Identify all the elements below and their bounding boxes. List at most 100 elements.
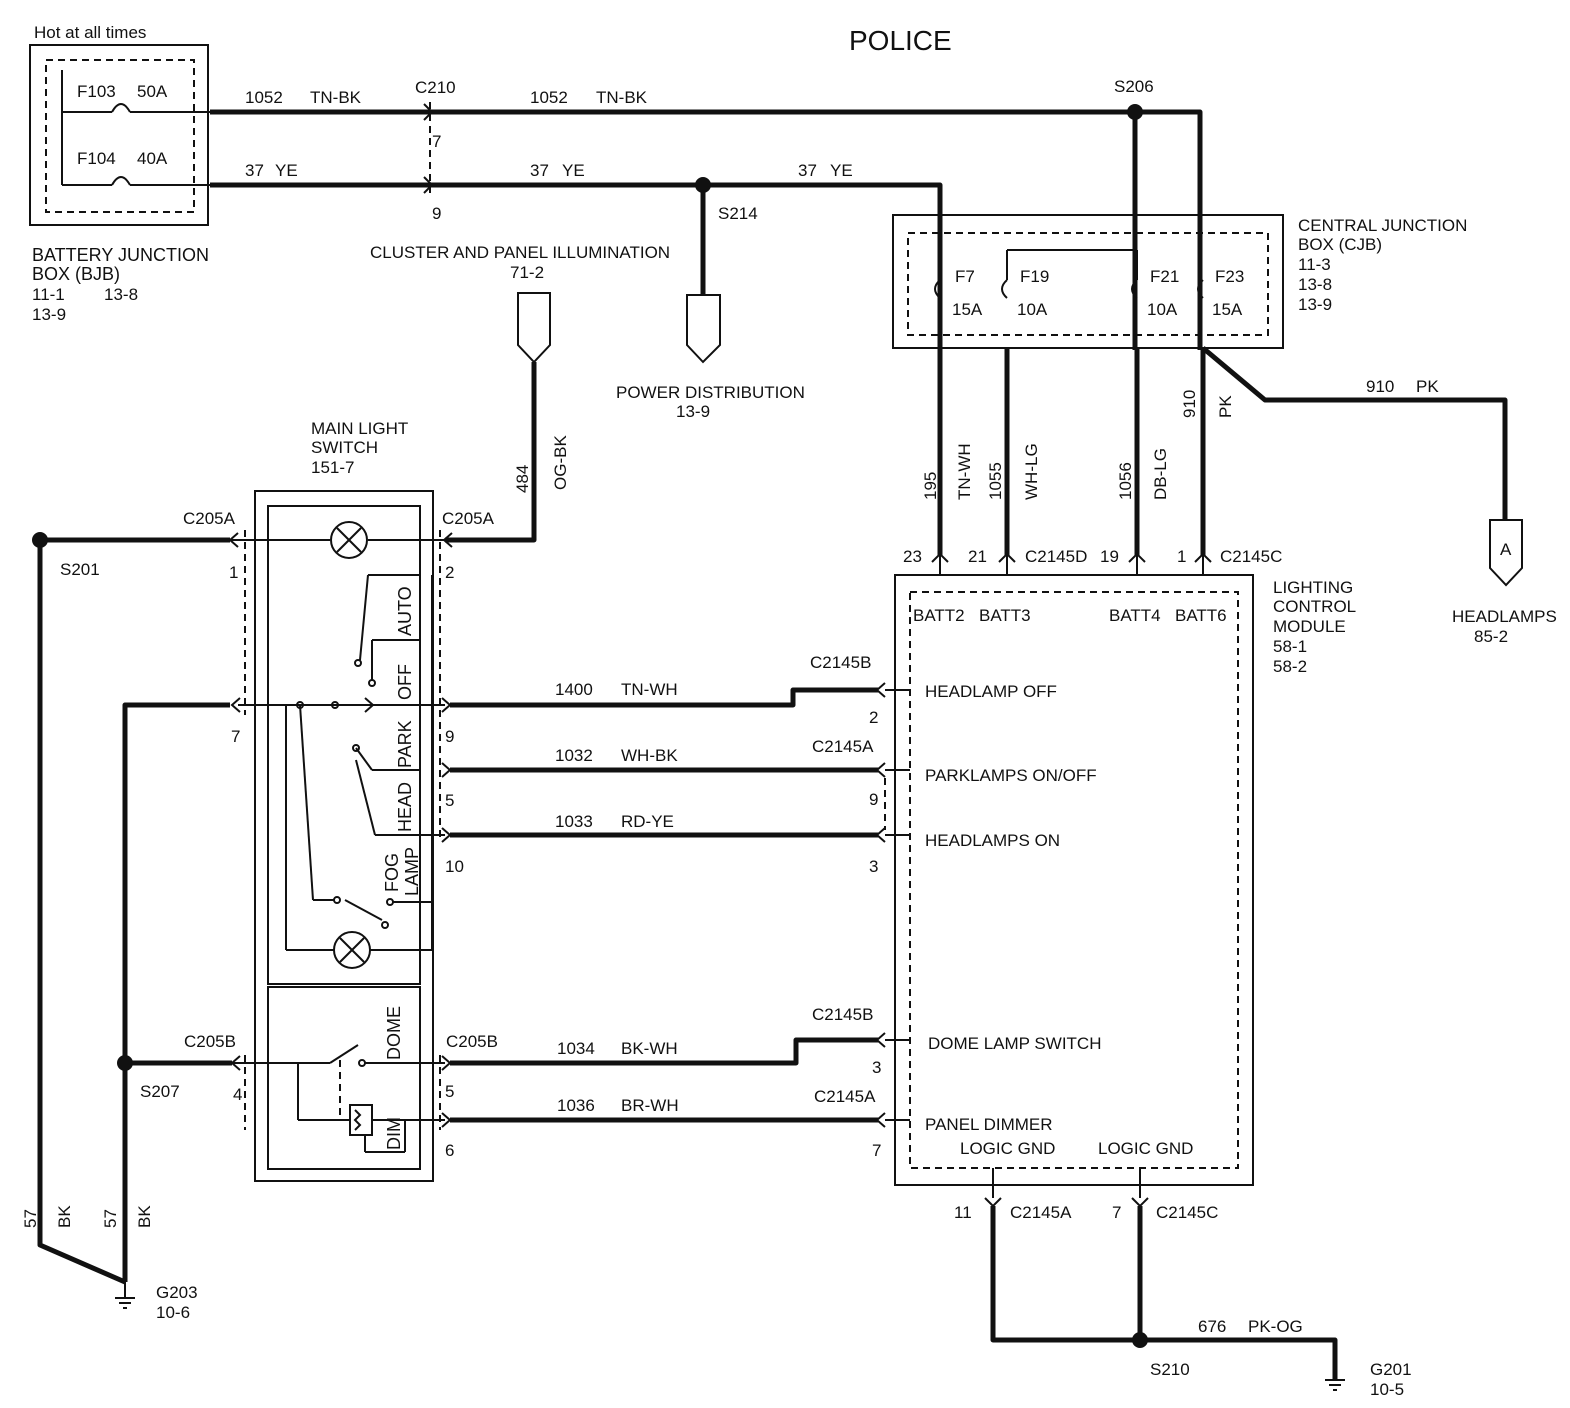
lcm-pin-2: 2 <box>869 708 878 727</box>
wire-1052-color-2: TN-BK <box>596 88 648 107</box>
wire-1400-label: 1400 <box>555 680 593 699</box>
bjb-ref-11-1: 11-1 <box>32 285 65 304</box>
switch-head-label: HEAD <box>395 782 415 832</box>
bjb-abbrev: BOX (BJB) <box>32 264 120 284</box>
lcm-pin-21: 21 <box>968 547 987 566</box>
cjb-abbrev: BOX (CJB) <box>1298 235 1382 254</box>
connector-c2145c-gnd: C2145C <box>1156 1203 1218 1222</box>
lcm-name-line2: CONTROL <box>1273 597 1356 616</box>
connector-c205b-left: C205B <box>184 1032 236 1051</box>
wire-37-label-2: 37 <box>530 161 549 180</box>
lcm-logic-gnd-1: LOGIC GND <box>960 1139 1055 1158</box>
lcm-pin-3-dome: 3 <box>872 1058 881 1077</box>
cjb-ref-13-9: 13-9 <box>1298 295 1332 314</box>
c205a-pin-10: 10 <box>445 857 464 876</box>
fuse-f21-label: F21 <box>1150 267 1179 286</box>
wire-1032-label: 1032 <box>555 746 593 765</box>
wire-484-color: OG-BK <box>551 435 570 490</box>
wire-1052-label-2: 1052 <box>530 88 568 107</box>
fuse-f23-rating: 15A <box>1212 300 1243 319</box>
wire-1056-color: DB-LG <box>1151 448 1170 500</box>
power-distribution-ref: POWER DISTRIBUTION 13-9 <box>616 294 805 421</box>
wire-1033-color: RD-YE <box>621 812 674 831</box>
diagram-title: POLICE <box>849 25 952 56</box>
fuse-f19-label: F19 <box>1020 267 1049 286</box>
lcm-pin-3: 3 <box>869 857 878 876</box>
lcm-batt6: BATT6 <box>1175 606 1227 625</box>
lcm-pin-9: 9 <box>869 790 878 809</box>
lcm-pin-19: 19 <box>1100 547 1119 566</box>
wire-57-color: BK <box>55 1205 74 1228</box>
wire-1033-label: 1033 <box>555 812 593 831</box>
wire-195-label: 195 <box>921 472 940 500</box>
splice-s210-label: S210 <box>1150 1360 1190 1379</box>
batt-feed-wires: 195 TN-WH 1055 WH-LG 1056 DB-LG 910 PK 9… <box>921 346 1508 555</box>
wire-37-color: YE <box>275 161 298 180</box>
wire-37-label: 37 <box>245 161 264 180</box>
wire-910-label-2: 910 <box>1366 377 1394 396</box>
wire-1032-color: WH-BK <box>621 746 678 765</box>
wire-37-label-3: 37 <box>798 161 817 180</box>
top-feed-wires: 1052 TN-BK 1052 TN-BK 37 YE 37 YE 37 YE … <box>210 77 1203 350</box>
connector-c2145a-gnd: C2145A <box>1010 1203 1072 1222</box>
battery-junction-box: Hot at all times F103 50A F104 40A BATTE… <box>29 23 210 324</box>
wire-37-color-3: YE <box>830 161 853 180</box>
wire-484-label: 484 <box>513 465 532 493</box>
wire-1055-label: 1055 <box>986 462 1005 500</box>
wire-910-color: PK <box>1216 395 1235 418</box>
bjb-name: BATTERY JUNCTION <box>32 245 209 265</box>
wire-676-label: 676 <box>1198 1317 1226 1336</box>
wire-676-color: PK-OG <box>1248 1317 1303 1336</box>
lcm-pin-1: 1 <box>1177 547 1186 566</box>
fuse-f103-rating: 50A <box>137 82 168 101</box>
c205a-pin-2: 2 <box>445 563 454 582</box>
cluster-illumination-ref: CLUSTER AND PANEL ILLUMINATION 71-2 484 … <box>370 243 670 543</box>
splice-s201-label: S201 <box>60 560 100 579</box>
lcm-pin-7-gnd: 7 <box>1112 1203 1121 1222</box>
lcm-parklamps-on-off: PARKLAMPS ON/OFF <box>925 766 1097 785</box>
fuse-f7-rating: 15A <box>952 300 983 319</box>
headlamps-label: HEADLAMPS <box>1452 607 1557 626</box>
lighting-control-module: 23 21 C2145D 19 1 C2145C BATT2 BATT3 BAT… <box>894 547 1356 1186</box>
lcm-batt4: BATT4 <box>1109 606 1161 625</box>
ground-g203-ref: 10-6 <box>156 1303 190 1322</box>
lcm-batt2: BATT2 <box>913 606 965 625</box>
fuse-f104-label: F104 <box>77 149 116 168</box>
wire-1036-label: 1036 <box>557 1096 595 1115</box>
wire-1400-color: TN-WH <box>621 680 678 699</box>
switch-ref: 151-7 <box>311 458 354 477</box>
wire-1034-label: 1034 <box>557 1039 595 1058</box>
wire-1055-color: WH-LG <box>1022 443 1041 500</box>
wire-37-color-2: YE <box>562 161 585 180</box>
lcm-pin-7: 7 <box>872 1141 881 1160</box>
c205a-pin-5: 5 <box>445 791 454 810</box>
lcm-dome-lamp-switch: DOME LAMP SWITCH <box>928 1034 1101 1053</box>
splice-s207-label: S207 <box>140 1082 180 1101</box>
ground-g201-ref: 10-5 <box>1370 1380 1404 1399</box>
headlamps-ref: A HEADLAMPS 85-2 <box>1452 519 1557 646</box>
ground-g201-label: G201 <box>1370 1360 1412 1379</box>
lcm-ref-58-1: 58-1 <box>1273 637 1307 656</box>
connector-c205b-right: C205B <box>446 1032 498 1051</box>
wire-57-label: 57 <box>21 1209 40 1228</box>
cjb-ref-13-8: 13-8 <box>1298 275 1332 294</box>
switch-to-lcm-wires: 1400 TN-WH C2145B 2 9 1032 WH-BK C2145A … <box>441 653 910 1160</box>
c210-pin-7: 7 <box>432 132 441 151</box>
connector-c210-label: C210 <box>415 78 456 97</box>
c205a-pin-7: 7 <box>231 727 240 746</box>
lcm-headlamps-on: HEADLAMPS ON <box>925 831 1060 850</box>
switch-fog-label: FOG <box>382 853 402 892</box>
connector-c205a-right: C205A <box>442 509 495 528</box>
fuse-f19-rating: 10A <box>1017 300 1048 319</box>
splice-s206-label: S206 <box>1114 77 1154 96</box>
switch-off-label: OFF <box>395 664 415 700</box>
power-distribution-label: POWER DISTRIBUTION <box>616 383 805 402</box>
wire-910-label: 910 <box>1180 390 1199 418</box>
lcm-name-line3: MODULE <box>1273 617 1346 636</box>
switch-auto-label: AUTO <box>395 586 415 636</box>
wire-1052-color: TN-BK <box>310 88 362 107</box>
cluster-ref: 71-2 <box>510 263 544 282</box>
wire-57-label-2: 57 <box>101 1209 120 1228</box>
bjb-ref-13-9: 13-9 <box>32 305 66 324</box>
